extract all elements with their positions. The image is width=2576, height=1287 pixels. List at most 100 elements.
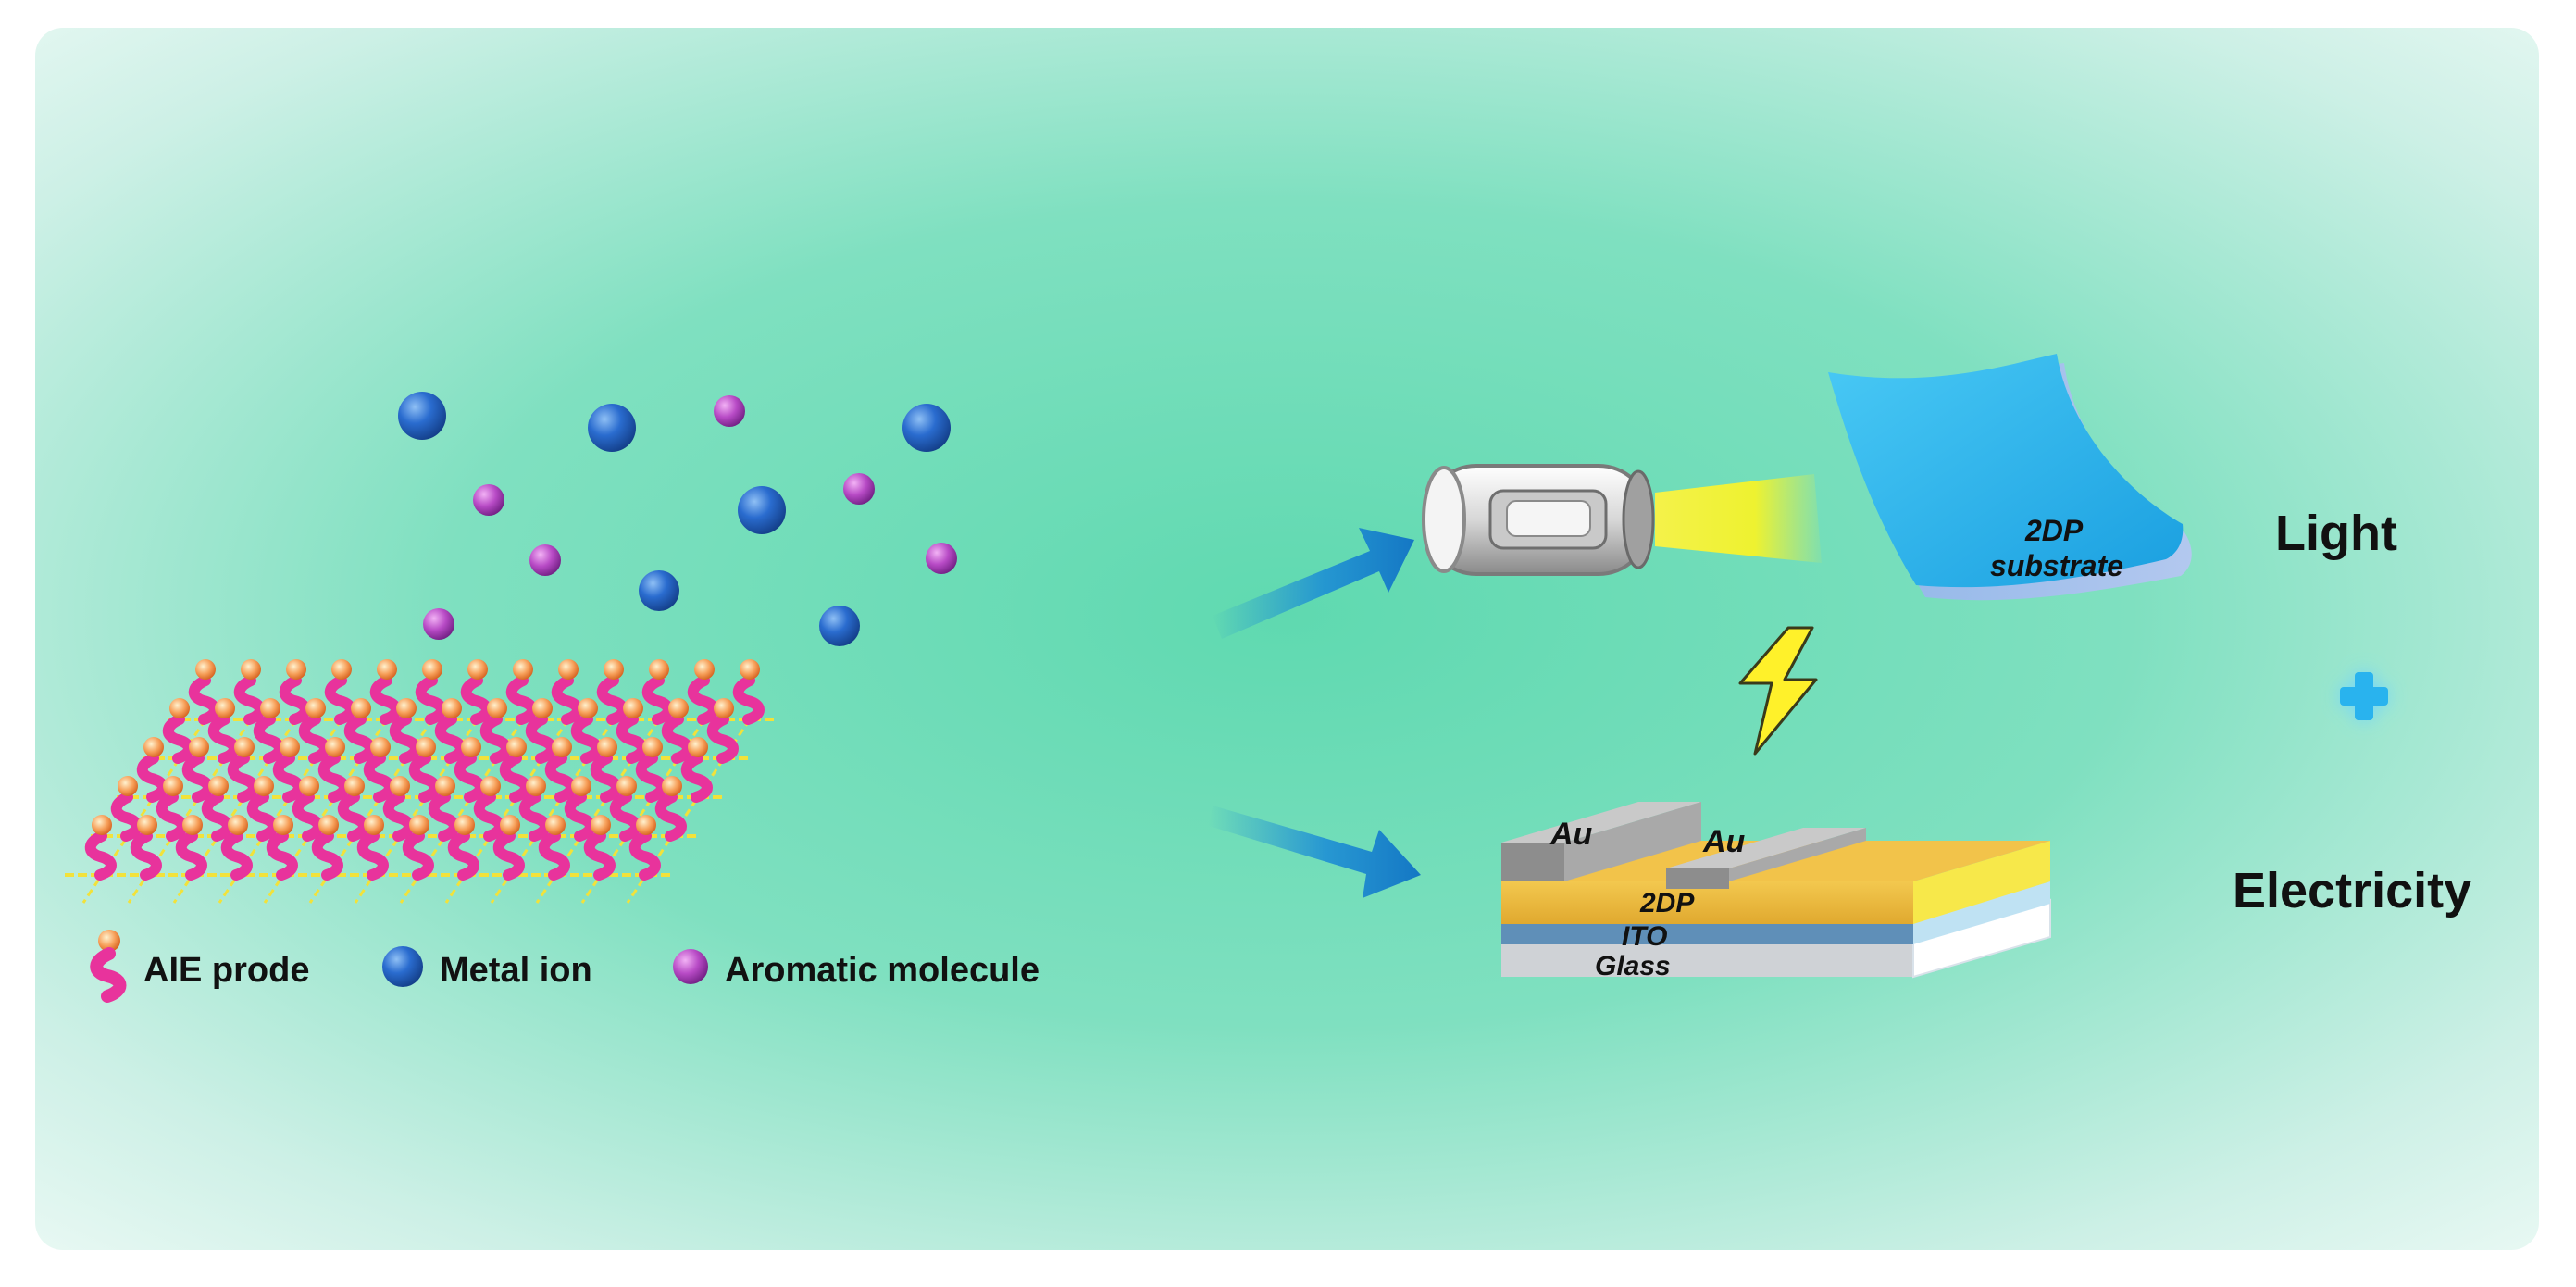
aie-probe: [227, 737, 259, 803]
probe-head: [143, 737, 164, 757]
diagram-background: [35, 28, 2539, 1250]
legend-metal-ion-icon: [382, 946, 423, 987]
aromatic-molecule: [714, 395, 745, 427]
probe-head: [377, 659, 397, 680]
aie-probe: [181, 737, 214, 803]
aie-probe: [84, 815, 117, 881]
probe-head: [649, 659, 669, 680]
aie-probe: [272, 737, 305, 803]
probe-body: [596, 675, 628, 725]
ito-side: [1913, 881, 2050, 944]
au-label-right: Au: [1702, 824, 1746, 859]
layer-label-2dp: 2DP: [1639, 888, 1695, 918]
aie-probe: [460, 659, 492, 725]
aie-probe: [162, 698, 194, 764]
probe-head: [273, 815, 293, 835]
plus-icon: [2340, 672, 2388, 720]
probe-body: [201, 792, 233, 842]
metal-ion: [588, 404, 636, 452]
probe-head: [169, 698, 190, 718]
aie-probe: [201, 776, 233, 842]
aie-probe: [635, 737, 667, 803]
aie-probe: [220, 815, 253, 881]
probe-head: [208, 776, 229, 796]
aie-probe: [641, 659, 674, 725]
probe-body: [732, 675, 765, 725]
probe-head: [370, 737, 391, 757]
probe-head: [616, 776, 637, 796]
aie-probe: [590, 737, 622, 803]
ito-front: [1501, 922, 1913, 944]
legend-aie-probe-label: AIE prode: [143, 951, 309, 990]
aie-probe: [266, 815, 298, 881]
probe-head: [228, 815, 248, 835]
probe-head: [325, 737, 345, 757]
probe-body: [317, 753, 350, 803]
aie-probe: [479, 698, 512, 764]
aie-probe: [337, 776, 369, 842]
probe-head: [578, 698, 598, 718]
probe-body: [518, 792, 551, 842]
metal-ion: [902, 404, 951, 452]
output-light-label: Light: [2275, 506, 2397, 561]
probe-head: [344, 776, 365, 796]
probe-head: [260, 698, 280, 718]
aie-probe: [428, 776, 460, 842]
aie-probe: [130, 815, 162, 881]
probe-body: [525, 714, 557, 764]
aie-probe: [136, 737, 168, 803]
probe-head: [513, 659, 533, 680]
probe-head: [195, 659, 216, 680]
aie-probe: [544, 737, 577, 803]
legend: AIE prode Metal ion Aromatic molecule: [90, 930, 1039, 1003]
probe-head: [331, 659, 352, 680]
probe-body: [292, 792, 324, 842]
aie-probe: [402, 815, 434, 881]
glass-front: [1501, 943, 1913, 977]
probe-body: [298, 714, 330, 764]
legend-aromatic-label: Aromatic molecule: [725, 951, 1039, 990]
layer-label-ito: ITO: [1622, 921, 1667, 952]
aie-probe: [233, 659, 266, 725]
probe-head: [215, 698, 235, 718]
aie-probe: [317, 737, 350, 803]
aromatic-molecule: [473, 484, 504, 516]
probe-head: [487, 698, 507, 718]
aie-probe: [732, 659, 765, 725]
probe-head: [280, 737, 300, 757]
probe-head: [604, 659, 624, 680]
aromatic-molecule: [529, 544, 561, 576]
probe-head: [558, 659, 579, 680]
uv-lamp-icon: [1422, 464, 1655, 576]
probe-body: [402, 831, 434, 881]
aie-probe: [382, 776, 415, 842]
probe-body: [369, 675, 402, 725]
probe-body: [570, 714, 603, 764]
probe-body: [253, 714, 285, 764]
aie-probe: [369, 659, 402, 725]
aie-probe: [518, 776, 551, 842]
aie-probe: [570, 698, 603, 764]
aie-probe: [499, 737, 531, 803]
probe-head: [591, 815, 611, 835]
arrow-icon-lower: [1209, 806, 1421, 898]
aie-probe: [447, 815, 479, 881]
probe-head: [442, 698, 462, 718]
probe-head: [118, 776, 138, 796]
aie-probe: [389, 698, 421, 764]
probe-body: [227, 753, 259, 803]
aie-probe: [609, 776, 641, 842]
probe-head: [454, 815, 475, 835]
aie-probe: [492, 815, 525, 881]
aie-probe: [324, 659, 356, 725]
aie-probe: [279, 659, 311, 725]
layered-device: Au Au 2DP ITO Glass: [1501, 802, 2051, 981]
probe-head: [552, 737, 572, 757]
probe-body: [408, 753, 441, 803]
probe-body: [181, 753, 214, 803]
output-electricity-label: Electricity: [2233, 863, 2471, 918]
aie-probe: [564, 776, 596, 842]
probe-head: [532, 698, 553, 718]
probe-head: [526, 776, 546, 796]
